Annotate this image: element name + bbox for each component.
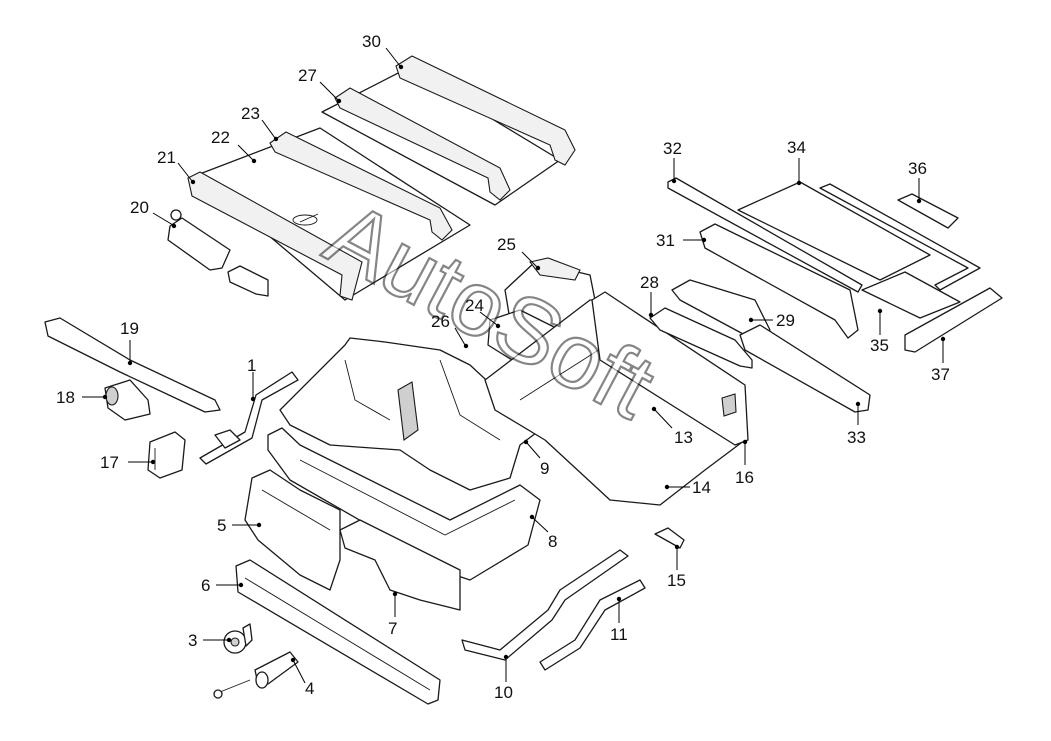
callout-13: 13	[674, 428, 693, 447]
callout-11: 11	[610, 625, 628, 644]
callout-18: 18	[56, 388, 75, 407]
callout-35: 35	[870, 336, 889, 355]
part-16-panel	[591, 291, 749, 446]
callout-17: 17	[100, 453, 119, 472]
part-34-floor-panel	[737, 181, 931, 281]
part-15-clip	[654, 527, 685, 549]
callout-15: 15	[667, 571, 686, 590]
floor-panel-7	[339, 519, 461, 611]
callout-14: 14	[692, 478, 711, 497]
callout-19: 19	[120, 319, 139, 338]
part-28-29-wheelhouse	[649, 279, 771, 369]
floor-panel-5	[244, 469, 341, 591]
callout-34: 34	[787, 138, 806, 157]
callout-9: 9	[540, 459, 549, 478]
callout-23: 23	[241, 104, 260, 123]
part-32-rod	[667, 177, 863, 293]
callout-3: 3	[188, 631, 197, 650]
callout-20: 20	[130, 198, 149, 217]
callout-1: 1	[247, 356, 256, 375]
callout-33: 33	[847, 428, 866, 447]
part-34-rim	[819, 183, 981, 291]
callout-32: 32	[663, 139, 682, 158]
callout-25: 25	[497, 235, 516, 254]
shelf-rail-30	[395, 55, 576, 166]
callout-10: 10	[494, 683, 513, 702]
part-36-bracket	[897, 193, 959, 229]
part-35-pan	[861, 271, 961, 319]
callout-7: 7	[388, 619, 397, 638]
callout-36: 36	[908, 159, 927, 178]
callout-29: 29	[776, 311, 795, 330]
callout-4: 4	[305, 679, 314, 698]
callout-21: 21	[157, 148, 176, 167]
part-3-horn	[223, 623, 253, 654]
part-6-crossmember	[235, 559, 441, 705]
shelf-front-lip-21	[187, 171, 363, 301]
part-1-bracket	[214, 429, 241, 449]
floor-panel-9	[279, 337, 541, 491]
callout-26: 26	[431, 312, 450, 331]
callout-layer: 1 3 4 5 6 7 8 9 10 11	[56, 32, 950, 702]
part-37-rail	[904, 287, 1003, 353]
callout-8: 8	[548, 532, 557, 551]
shelf-rail-23	[269, 131, 453, 241]
shelf-rail-27	[334, 87, 511, 201]
part-19-brace	[44, 317, 221, 413]
floor-panel-8	[267, 427, 541, 581]
part-11-rail	[539, 579, 646, 671]
callout-16: 16	[735, 468, 754, 487]
callout-27: 27	[298, 66, 317, 85]
callout-5: 5	[217, 516, 226, 535]
part-10-rail	[461, 549, 629, 661]
callout-30: 30	[362, 32, 381, 51]
rear-parcel-shelf-assembly	[187, 55, 576, 301]
part-33-rail	[739, 324, 871, 413]
callout-6: 6	[201, 576, 210, 595]
small-bracket	[227, 265, 269, 297]
part-1-rod	[199, 371, 299, 465]
callout-22: 22	[211, 128, 230, 147]
part-31-rail	[699, 223, 859, 339]
part-4-tow-eye	[213, 651, 299, 699]
callout-31: 31	[656, 231, 675, 250]
callout-28: 28	[640, 273, 659, 292]
part-18-motor	[104, 379, 151, 421]
part-20-visor	[167, 209, 231, 271]
callout-37: 37	[931, 365, 950, 384]
part-17-reservoir	[147, 431, 186, 479]
callout-24: 24	[465, 296, 484, 315]
